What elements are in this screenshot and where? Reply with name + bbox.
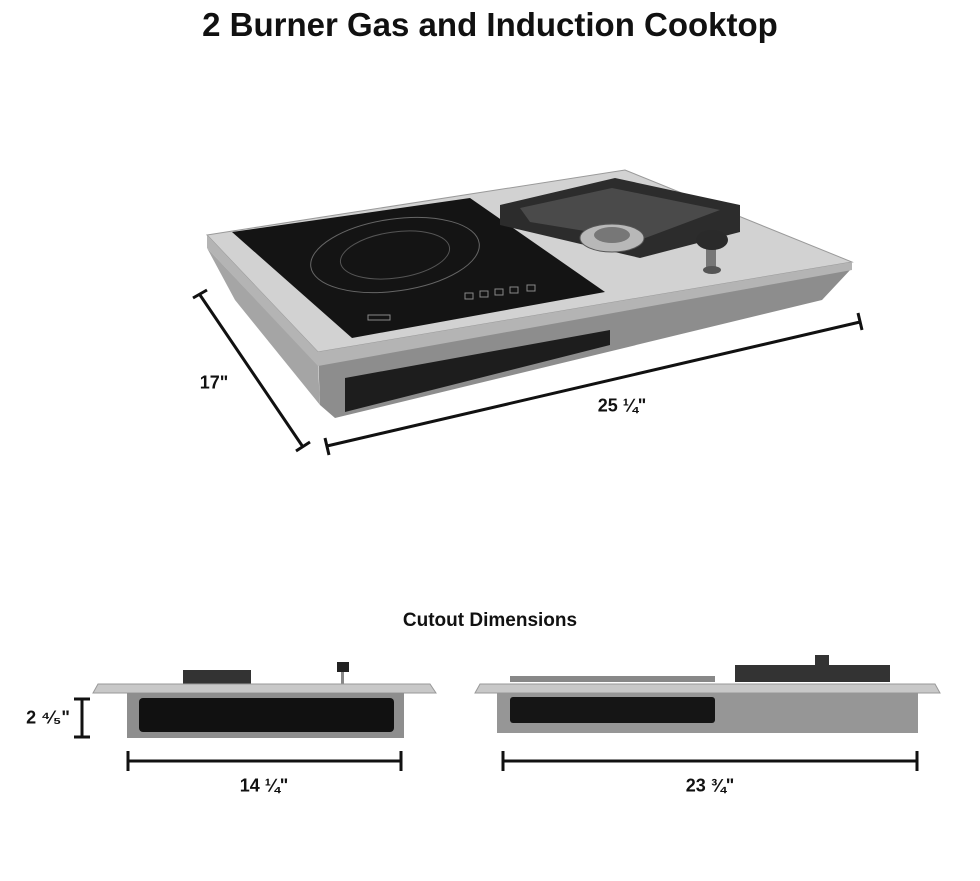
- cutout-width-dimension-line: [501, 751, 919, 771]
- depth-label: 17": [199, 372, 229, 393]
- width-dimension-line: [323, 312, 864, 456]
- cutout-heading: Cutout Dimensions: [402, 610, 578, 631]
- cutout-front-view: [474, 655, 941, 733]
- induction-glass: [232, 198, 605, 338]
- control-buttons-icon: [367, 284, 536, 321]
- cutout-height-label: 2 ⁴⁄₅": [26, 707, 70, 728]
- width-label: 25 ¼": [597, 395, 647, 416]
- cutout-width-label: 23 ¾": [685, 775, 735, 796]
- cutout-depth-label: 14 ¼": [239, 775, 289, 796]
- induction-ring-inner-icon: [339, 230, 451, 280]
- cooktop-front-opening: [345, 330, 610, 412]
- cooktop-left-side: [207, 248, 320, 405]
- cutout-side-view: [92, 662, 437, 738]
- cooktop-perspective: [205, 169, 854, 418]
- gas-knob-icon: [696, 230, 728, 274]
- gas-burner-grate: [500, 178, 740, 258]
- induction-ring-icon: [310, 216, 480, 294]
- cutout-height-dimension-line: [74, 697, 90, 739]
- page-title: 2 Burner Gas and Induction Cooktop: [202, 6, 778, 43]
- cutout-depth-dimension-line: [126, 751, 403, 771]
- depth-dimension-line: [192, 288, 311, 453]
